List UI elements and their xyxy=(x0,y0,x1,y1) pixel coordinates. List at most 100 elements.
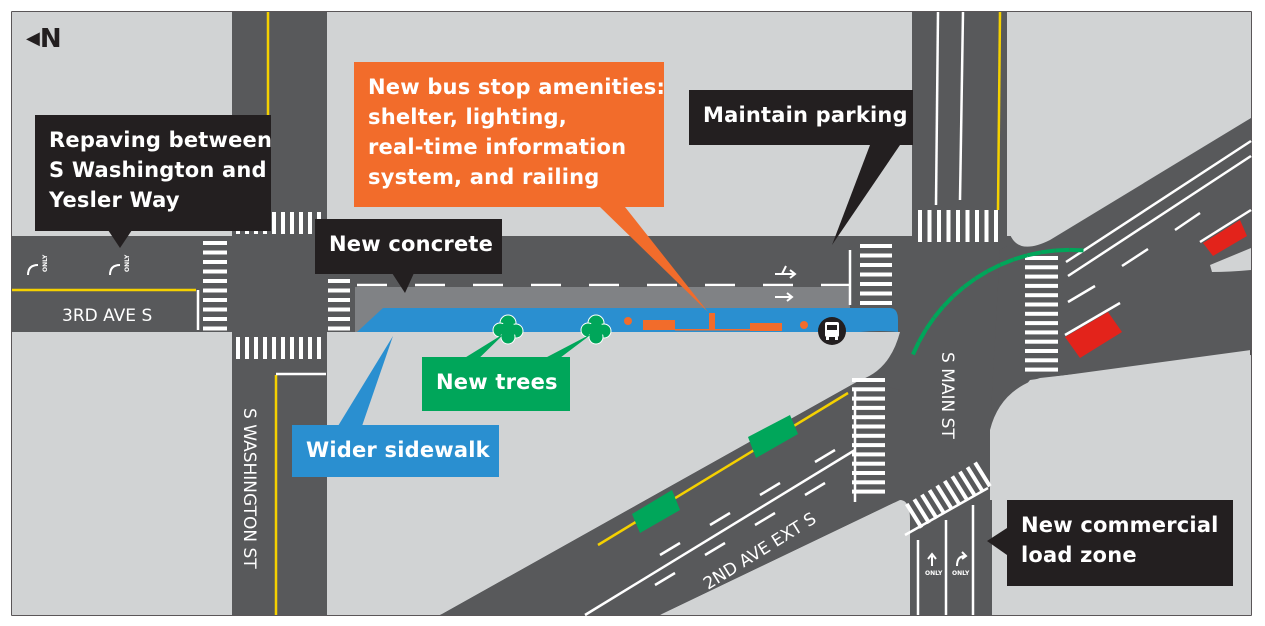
light-pole-icon xyxy=(624,317,632,325)
bike-crossing-stripe xyxy=(1055,247,1070,253)
crosswalk-stripe xyxy=(965,210,970,242)
lane-lines xyxy=(196,11,1252,617)
railing-icon xyxy=(675,329,750,331)
crosswalk-stripe xyxy=(984,210,989,242)
only-marking: ONLY xyxy=(925,570,943,577)
crosswalk-stripe xyxy=(290,212,294,234)
crosswalk-stripe xyxy=(1025,330,1058,335)
crosswalk-stripe xyxy=(920,493,939,520)
callout-line: New concrete xyxy=(329,232,494,256)
crosswalk-stripe xyxy=(1025,265,1058,270)
left-turn-arrow-icon xyxy=(27,264,39,276)
callout-repaving: Repaving between S Washington and Yesler… xyxy=(35,115,273,231)
crosswalk-stripe xyxy=(203,288,227,293)
crosswalk-stripe xyxy=(927,489,947,515)
callout-line: Maintain parking xyxy=(703,103,908,127)
street-label-main: S MAIN ST xyxy=(937,352,957,439)
straight-arrow-icon xyxy=(927,552,937,566)
bike-crossing-stripe xyxy=(951,285,966,298)
crosswalk-stripe xyxy=(852,387,885,392)
info-sign-icon xyxy=(709,313,715,329)
crosswalk-stripe xyxy=(328,307,350,312)
crosswalk-stripe xyxy=(281,212,285,234)
callout-line: New bus stop amenities: xyxy=(368,75,666,99)
crosswalk-stripe xyxy=(1025,283,1058,288)
street-label-3rd-ave: 3RD AVE S xyxy=(62,306,152,326)
crosswalk-stripe xyxy=(254,337,258,359)
crosswalk-stripe xyxy=(281,337,285,359)
bike-lane-boxes xyxy=(632,415,798,533)
bike-crossing-stripe xyxy=(986,263,1002,273)
pointer-commercial-load-zone xyxy=(987,528,1007,555)
crosswalk-stripe xyxy=(946,210,951,242)
crosswalk-stripe xyxy=(994,210,998,242)
crosswalk-stripe xyxy=(975,210,979,242)
crosswalk-stripe xyxy=(299,337,303,359)
crosswalk-stripe xyxy=(852,433,885,438)
crosswalk-stripe xyxy=(290,337,294,359)
bike-box-1 xyxy=(632,490,680,533)
street-label-washington: S WASHINGTON ST xyxy=(239,408,259,569)
bike-crossing-stripe xyxy=(941,295,955,308)
north-indicator: ◀N xyxy=(26,24,62,54)
crosswalk-stripe xyxy=(852,452,885,457)
bike-crossing-stripe xyxy=(974,269,989,281)
crosswalk-stripe xyxy=(927,210,932,242)
shelter-icon xyxy=(643,320,675,330)
bike-crossing-arc xyxy=(911,247,1084,356)
callout-line: Wider sidewalk xyxy=(306,438,490,462)
crosswalk-stripe xyxy=(1025,321,1058,326)
crosswalk-stripe xyxy=(1025,293,1058,298)
bike-crossing-stripe xyxy=(924,316,936,331)
crosswalk-stripe xyxy=(317,337,321,359)
crosswalk-stripe xyxy=(852,471,885,475)
bike-crossing-stripe xyxy=(999,257,1015,267)
callout-line: New trees xyxy=(436,370,558,394)
bike-crossing-stripe xyxy=(962,277,977,289)
pointer-repaving xyxy=(108,230,132,248)
crosswalk-stripe xyxy=(852,378,885,382)
bench-icon xyxy=(750,323,782,331)
bike-crossing-stripe xyxy=(932,305,945,319)
only-marking: ONLY xyxy=(952,570,970,577)
crosswalk-stripe xyxy=(1025,274,1058,279)
callout-line: New commercial xyxy=(1021,513,1219,537)
crosswalk-stripe xyxy=(203,279,227,283)
callout-bus-stop-amenities: New bus stop amenities: shelter, lightin… xyxy=(354,62,666,207)
crosswalk-stripe xyxy=(860,253,892,258)
crosswalk-stripe xyxy=(328,288,350,293)
bike-crossing-stripe xyxy=(1026,250,1042,258)
bike-crossing-stripe xyxy=(911,340,921,356)
red-zones xyxy=(1065,220,1247,358)
crosswalk-stripe xyxy=(904,502,924,529)
crosswalk-stripe xyxy=(203,269,227,274)
crosswalk-stripe xyxy=(328,298,350,302)
crosswalk-stripe xyxy=(860,244,892,248)
crosswalk-stripe xyxy=(203,317,227,321)
crosswalk-stripe xyxy=(852,443,885,448)
crosswalk-stripe xyxy=(203,298,227,302)
through-right-arrow-icon xyxy=(775,265,797,279)
crosswalk-stripe xyxy=(272,212,276,234)
light-pole-icon xyxy=(800,321,808,329)
crosswalk-stripe xyxy=(308,337,312,359)
crosswalk-stripe xyxy=(203,260,227,264)
bike-crossing-stripe xyxy=(1040,248,1056,255)
crosswalk-stripe xyxy=(1025,349,1058,353)
bus-stop-amenities xyxy=(624,313,808,331)
right-turn-arrow-icon xyxy=(956,551,968,567)
callout-line: Repaving between xyxy=(49,128,273,152)
callout-line: system, and railing xyxy=(368,165,600,189)
callout-new-concrete: New concrete xyxy=(315,219,502,274)
crosswalk-stripe xyxy=(328,317,350,321)
crosswalk-stripe xyxy=(263,337,267,359)
pointer-new-concrete xyxy=(392,273,414,293)
crosswalk-stripe xyxy=(299,212,303,234)
crosswalk-stripe xyxy=(942,479,962,506)
lane-arrows-main-south xyxy=(927,551,968,567)
crosswalk-stripe xyxy=(860,301,892,305)
crosswalk-stripe xyxy=(1025,311,1058,316)
crosswalk-stripe xyxy=(973,461,992,488)
callout-wider-sidewalk: Wider sidewalk xyxy=(292,425,499,477)
pointer-maintain-parking xyxy=(832,145,900,245)
